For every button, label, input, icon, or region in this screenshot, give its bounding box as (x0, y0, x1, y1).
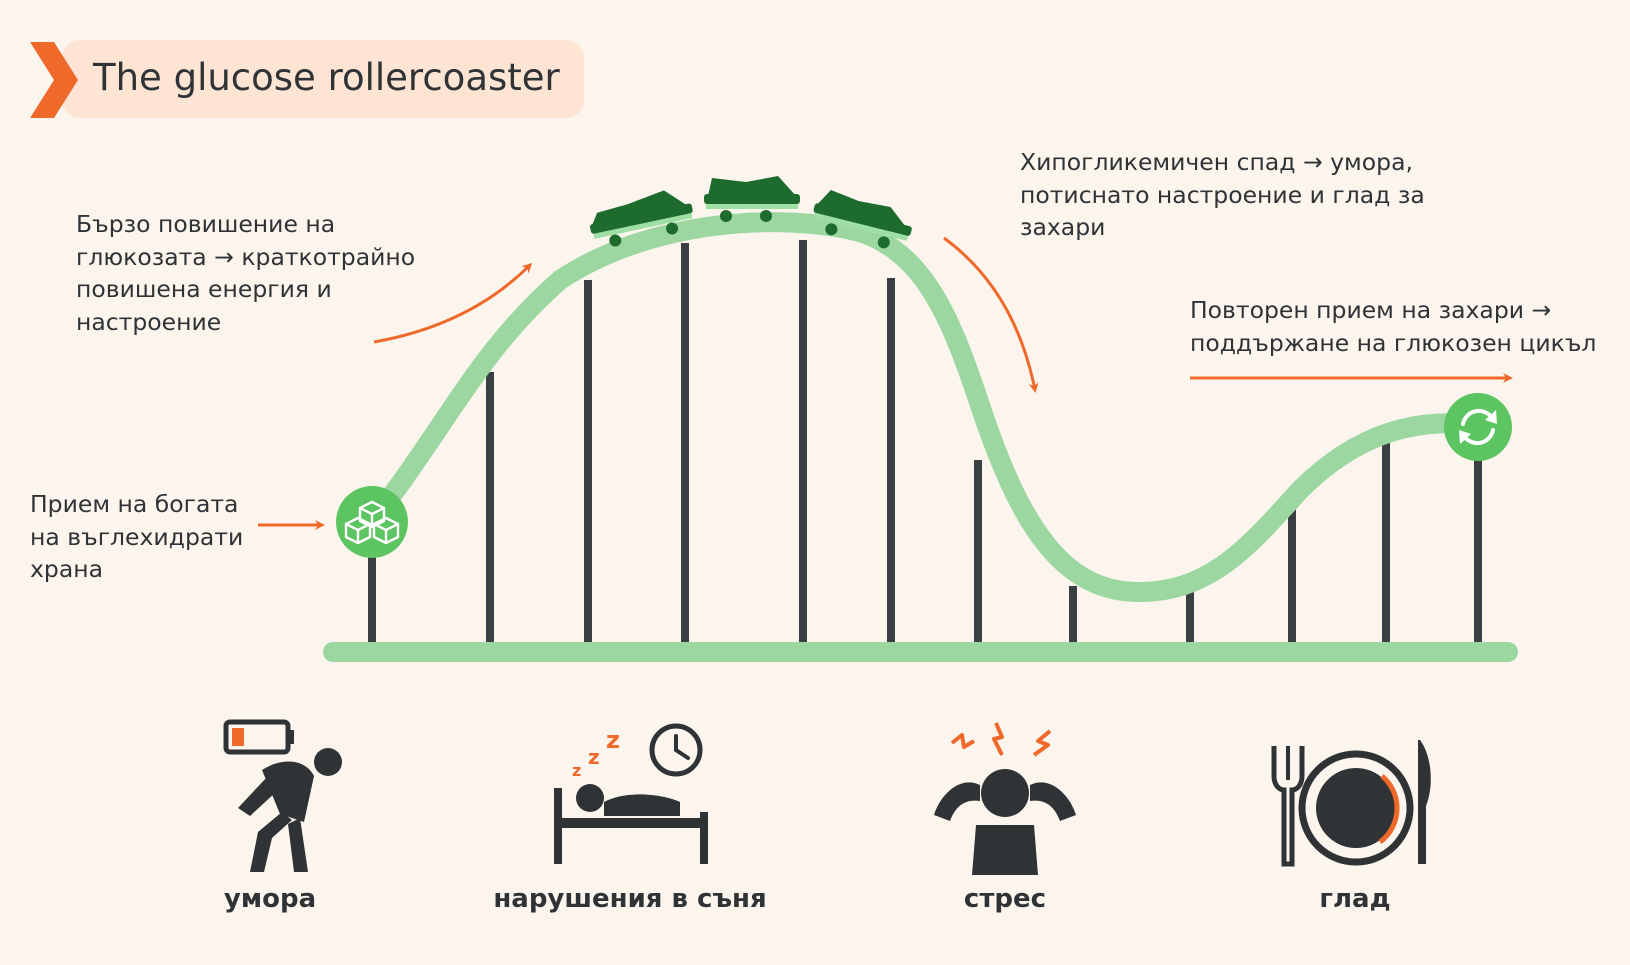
svg-text:z: z (606, 726, 620, 754)
glucose-curve-track (362, 212, 1488, 603)
coaster-car-icon (589, 176, 912, 249)
plate-fork-knife-icon (1271, 740, 1431, 867)
track-supports (368, 240, 1482, 642)
symptom-label-stress: стрес (963, 884, 1047, 914)
stressed-person-icon (934, 722, 1076, 875)
sugar-cubes-icon (336, 486, 408, 558)
arrow-drop (943, 236, 1039, 393)
symptom-label-hunger: глад (1319, 884, 1391, 914)
page-title: The glucose rollercoaster (93, 56, 560, 99)
symptom-label-sleep: нарушения в съня (493, 884, 767, 914)
annotation-drop: Хипогликемичен спад → умора, потиснато н… (1020, 148, 1425, 241)
arrow-rise (373, 262, 533, 344)
tired-person-low-battery-icon (223, 719, 342, 872)
title-pill (62, 40, 584, 118)
annotation-rise: Бързо повишение на глюкозата → краткотра… (76, 210, 416, 336)
chevron-right-icon (30, 42, 78, 118)
annotation-repeat: Повторен прием на захари → поддържане на… (1190, 296, 1597, 357)
symptom-label-fatigue: умора (223, 884, 317, 914)
svg-text:z: z (572, 761, 581, 780)
annotation-intake: Прием на богата на въглехидрати храна (30, 490, 244, 583)
sleeping-bed-clock-icon: z z z (554, 723, 708, 864)
refresh-cycle-icon (1444, 393, 1512, 461)
svg-text:z: z (588, 745, 600, 769)
